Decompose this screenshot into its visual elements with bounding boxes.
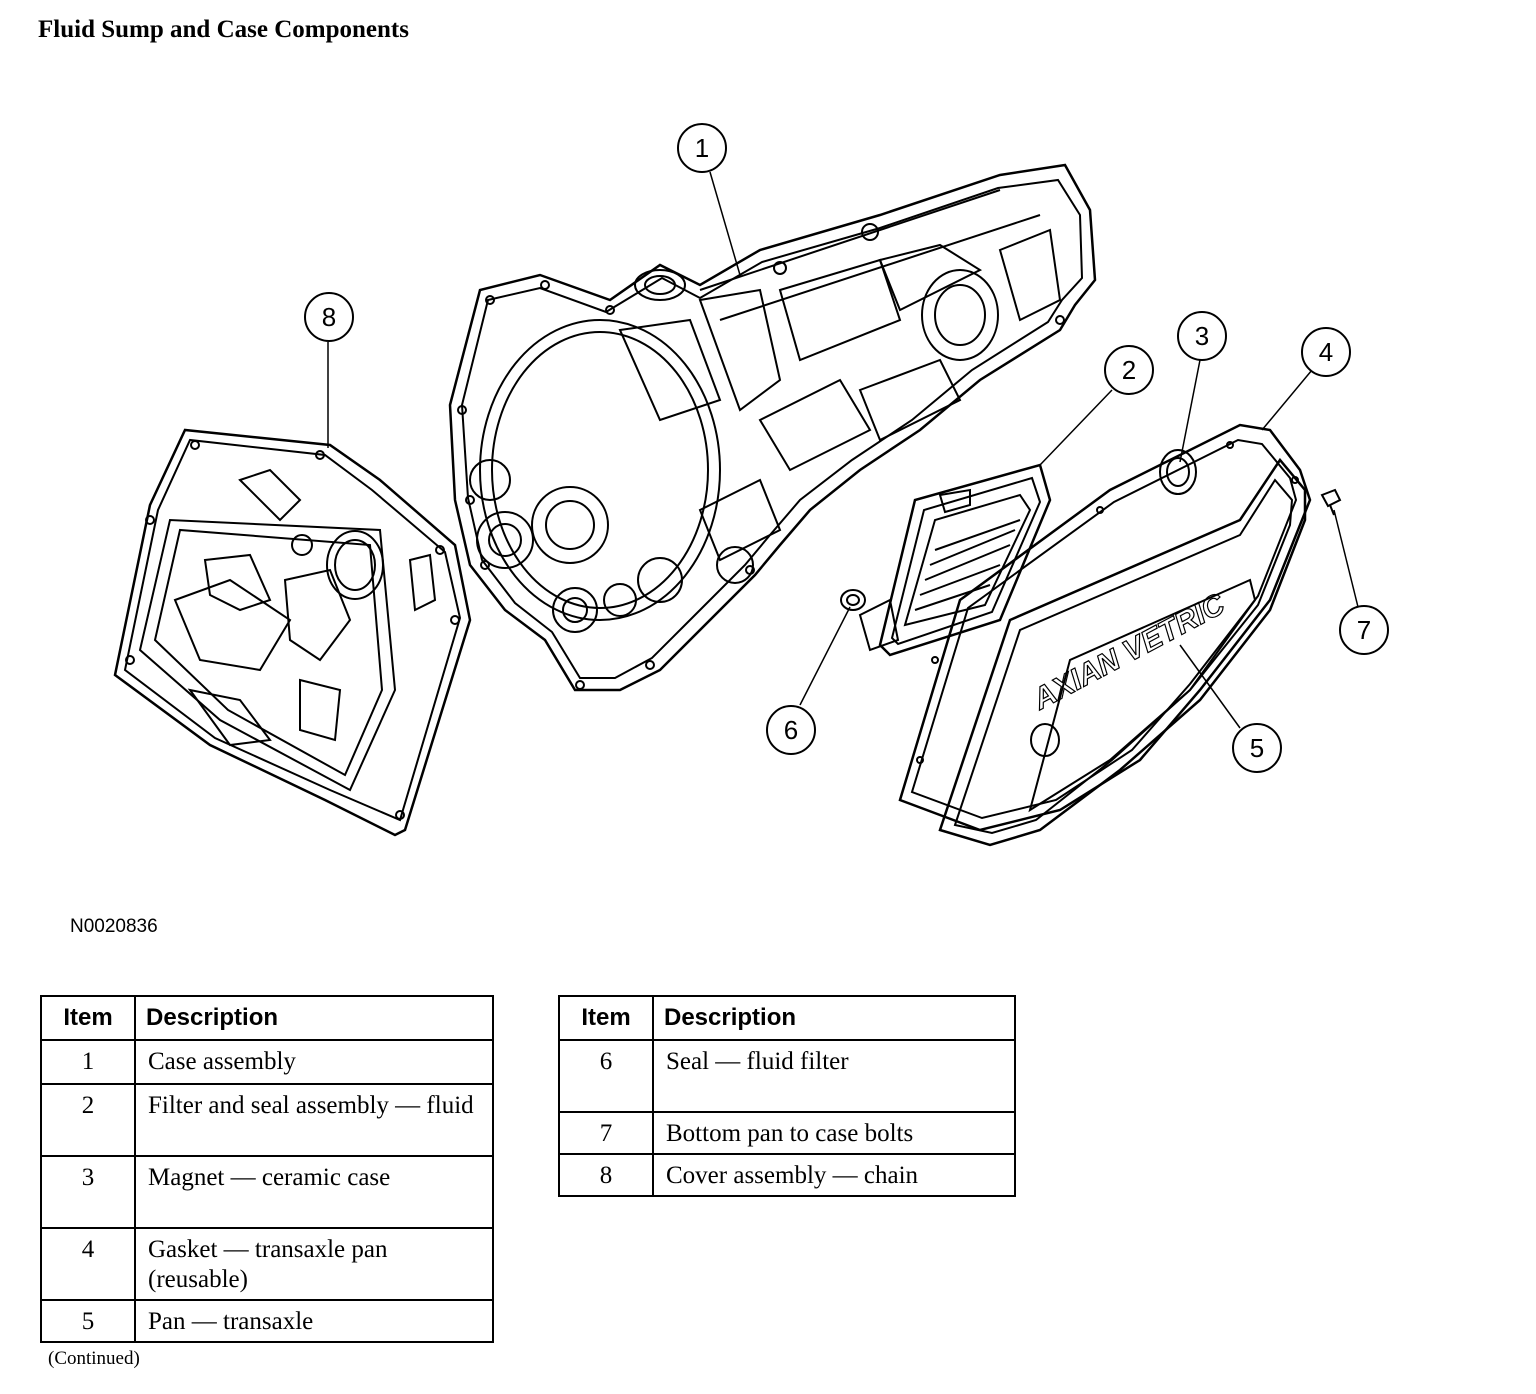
table-row: 6 Seal — fluid filter — [558, 1039, 1016, 1113]
item-description: Cover assembly — chain — [652, 1153, 1016, 1197]
item-number: 1 — [40, 1039, 136, 1085]
svg-text:2: 2 — [1122, 355, 1136, 385]
pan-gasket-drawing: AXIAN VETRIC — [898, 423, 1342, 847]
table-row: 8 Cover assembly — chain — [558, 1153, 1016, 1197]
svg-text:3: 3 — [1195, 321, 1209, 351]
description-header: Description — [652, 995, 1016, 1041]
item-description: Case assembly — [134, 1039, 494, 1085]
item-number: 5 — [40, 1299, 136, 1343]
callout-3: 3 — [1177, 311, 1227, 361]
chain-cover-drawing — [113, 428, 472, 837]
filter-drawing — [858, 463, 1052, 657]
continued-note: (Continued) — [48, 1348, 140, 1369]
table-row: 4 Gasket — transaxle pan (reusable) — [40, 1227, 494, 1301]
table-row: 1 Case assembly — [40, 1039, 494, 1085]
table-header-row: Item Description — [558, 995, 1016, 1041]
table-row: 7 Bottom pan to case bolts — [558, 1111, 1016, 1155]
callout-5: 5 — [1232, 723, 1282, 773]
svg-text:8: 8 — [322, 302, 336, 332]
svg-text:6: 6 — [784, 715, 798, 745]
svg-text:4: 4 — [1319, 337, 1333, 367]
page-title: Fluid Sump and Case Components — [38, 16, 409, 43]
leader-lines — [327, 171, 1359, 729]
item-number: 7 — [558, 1111, 654, 1155]
item-description: Pan — transaxle — [134, 1299, 494, 1343]
svg-text:5: 5 — [1250, 733, 1264, 763]
description-header: Description — [134, 995, 494, 1041]
callout-7: 7 — [1339, 605, 1389, 655]
seal-drawing — [840, 589, 866, 611]
table-header-row: Item Description — [40, 995, 494, 1041]
parts-table-left: Item Description 1 Case assembly 2 Filte… — [40, 995, 494, 1343]
item-description: Gasket — transaxle pan (reusable) — [134, 1227, 494, 1301]
svg-text:7: 7 — [1357, 615, 1371, 645]
callout-1: 1 — [677, 123, 727, 173]
table-row: 5 Pan — transaxle — [40, 1299, 494, 1343]
item-header: Item — [558, 995, 654, 1041]
item-number: 8 — [558, 1153, 654, 1197]
item-number: 4 — [40, 1227, 136, 1301]
figure-id: N0020836 — [70, 916, 158, 937]
table-row: 3 Magnet — ceramic case — [40, 1155, 494, 1229]
item-number: 3 — [40, 1155, 136, 1229]
item-number: 2 — [40, 1083, 136, 1157]
callout-6: 6 — [766, 705, 816, 755]
case-assembly-drawing — [448, 163, 1097, 692]
callout-8: 8 — [304, 292, 354, 342]
callout-2: 2 — [1104, 345, 1154, 395]
item-number: 6 — [558, 1039, 654, 1113]
item-header: Item — [40, 995, 136, 1041]
item-description: Magnet — ceramic case — [134, 1155, 494, 1229]
svg-text:1: 1 — [695, 133, 709, 163]
item-description: Bottom pan to case bolts — [652, 1111, 1016, 1155]
exploded-diagram: AXIAN VETRIC 1 2 3 4 5 — [113, 123, 1389, 847]
item-description: Seal — fluid filter — [652, 1039, 1016, 1113]
table-row: 2 Filter and seal assembly — fluid — [40, 1083, 494, 1157]
item-description: Filter and seal assembly — fluid — [134, 1083, 494, 1157]
parts-table-right: Item Description 6 Seal — fluid filter 7… — [558, 995, 1016, 1197]
callout-4: 4 — [1301, 327, 1351, 377]
